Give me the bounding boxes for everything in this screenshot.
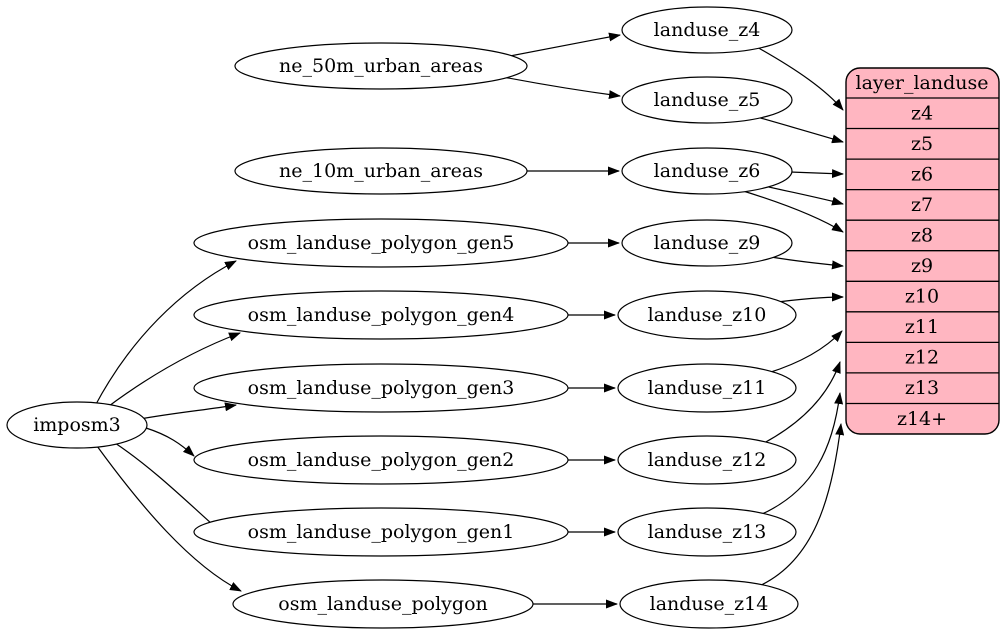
- node-label: landuse_z9: [654, 232, 761, 254]
- node-label: landuse_z4: [654, 19, 761, 41]
- edge-landuse-z6-row-z6: [789, 169, 844, 179]
- edge-landuse-z5-row-z5: [749, 114, 844, 144]
- edge-imposm3-gen3: [139, 402, 237, 420]
- edge-landuse-z11-row-z11: [767, 330, 843, 374]
- node-label: landuse_z5: [654, 89, 761, 111]
- node-osm-landuse-polygon-gen2: osm_landuse_polygon_gen2: [193, 435, 569, 485]
- node-label: osm_landuse_polygon_gen3: [248, 377, 515, 399]
- node-ne-50m-urban-areas: ne_50m_urban_areas: [234, 42, 528, 90]
- node-imposm3: imposm3: [6, 401, 148, 449]
- table-row-z13: z13: [905, 377, 939, 399]
- edge-landuse-z14-row-z14plus: [756, 423, 845, 588]
- node-osm-landuse-polygon-gen1: osm_landuse_polygon_gen1: [193, 507, 569, 557]
- edge-ne-50m-urban-areas-landuse-z5: [502, 76, 621, 100]
- node-label: landuse_z11: [648, 377, 767, 399]
- edge-ne-50m-urban-areas-landuse-z4: [504, 32, 621, 58]
- node-label: landuse_z12: [648, 449, 767, 471]
- edge-imposm3-gen5: [94, 260, 237, 407]
- node-osm-landuse-polygon-gen5: osm_landuse_polygon_gen5: [193, 218, 569, 268]
- node-label: osm_landuse_polygon_gen2: [248, 449, 515, 471]
- node-landuse-z6: landuse_z6: [621, 147, 793, 195]
- node-label: imposm3: [33, 414, 121, 436]
- node-landuse-z13: landuse_z13: [617, 507, 797, 557]
- table-row-z5: z5: [911, 133, 933, 155]
- node-landuse-z10: landuse_z10: [617, 290, 797, 340]
- edge-landuse-z9-row-z9: [764, 255, 844, 270]
- table-row-z10: z10: [905, 286, 939, 308]
- table-row-z9: z9: [911, 255, 933, 277]
- node-osm-landuse-polygon-gen3: osm_landuse_polygon_gen3: [193, 363, 569, 413]
- node-label: ne_10m_urban_areas: [279, 160, 483, 182]
- node-label: osm_landuse_polygon: [278, 593, 488, 615]
- edge-layer: [94, 32, 845, 609]
- edge-landuse-z6-row-z7: [759, 184, 844, 206]
- node-label: landuse_z10: [648, 304, 767, 326]
- edge-landuse-z6-row-z8: [739, 189, 844, 233]
- edge-imposm3-osm-landuse-polygon: [96, 445, 242, 592]
- table-row-z12: z12: [905, 347, 939, 369]
- node-landuse-z11: landuse_z11: [617, 363, 797, 413]
- table-row-z6: z6: [911, 163, 933, 185]
- table-row-z8: z8: [911, 225, 933, 247]
- node-label: landuse_z6: [654, 160, 761, 182]
- edge-landuse-z4-row-z4: [754, 45, 844, 111]
- node-label: osm_landuse_polygon_gen4: [248, 304, 515, 326]
- node-ne-10m-urban-areas: ne_10m_urban_areas: [234, 147, 528, 195]
- node-landuse-z14: landuse_z14: [619, 579, 799, 629]
- edge-imposm3-gen2: [145, 427, 195, 457]
- node-landuse-z5: landuse_z5: [621, 76, 793, 124]
- node-label: osm_landuse_polygon_gen5: [248, 232, 515, 254]
- node-label: landuse_z13: [648, 521, 767, 543]
- table-row-z7: z7: [911, 194, 933, 216]
- node-osm-landuse-polygon: osm_landuse_polygon: [232, 579, 534, 629]
- table-title: layer_landuse: [856, 72, 989, 94]
- table-layer-landuse: layer_landuse z4 z5 z6 z7 z8 z9 z10 z11 …: [845, 67, 1000, 435]
- table-row-z14plus: z14+: [897, 408, 947, 430]
- node-label: osm_landuse_polygon_gen1: [248, 521, 515, 543]
- node-label: ne_50m_urban_areas: [279, 55, 483, 77]
- edge-landuse-z12-row-z12: [763, 361, 841, 444]
- table-row-z4: z4: [911, 102, 933, 124]
- edge-landuse-z13-row-z13: [759, 392, 844, 516]
- table-row-z11: z11: [905, 316, 939, 338]
- node-landuse-z4: landuse_z4: [621, 6, 793, 54]
- node-landuse-z9: landuse_z9: [621, 219, 793, 267]
- node-label: landuse_z14: [650, 593, 769, 615]
- edge-imposm3-gen4: [104, 332, 241, 410]
- node-landuse-z12: landuse_z12: [617, 435, 797, 485]
- node-osm-landuse-polygon-gen4: osm_landuse_polygon_gen4: [193, 290, 569, 340]
